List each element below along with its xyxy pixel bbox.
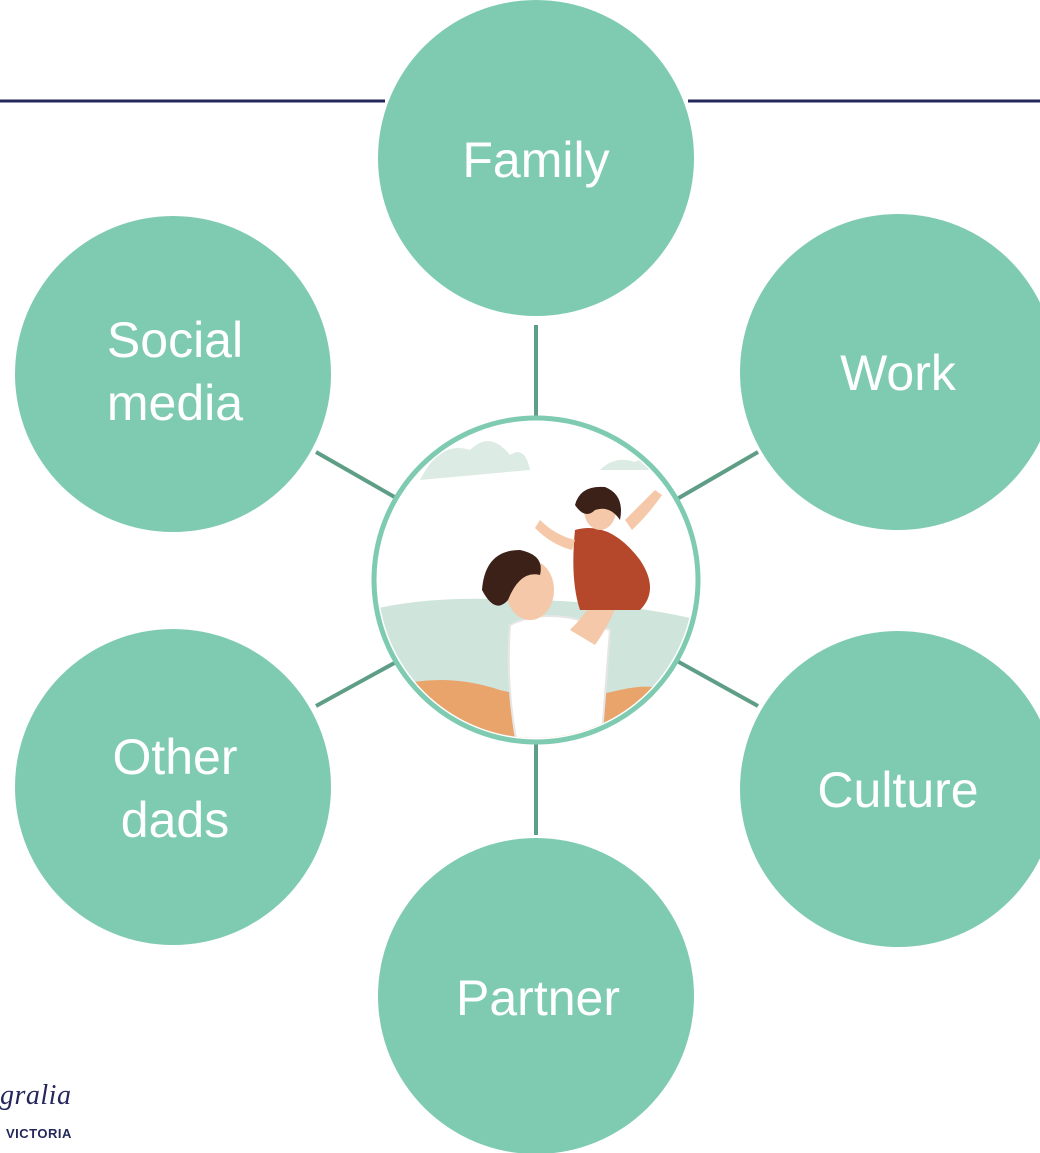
child-hair	[575, 486, 621, 520]
node-family-label: Family	[462, 132, 609, 188]
man-hair	[482, 550, 541, 606]
node-family: Family	[378, 0, 694, 316]
connector-culture	[676, 659, 759, 708]
connector-social-media	[315, 450, 399, 501]
cloud-shape	[420, 441, 530, 480]
child-arm-right	[625, 490, 662, 530]
organization-logo: gralia	[0, 1080, 110, 1112]
center-illustration	[371, 415, 701, 745]
connector-work	[675, 450, 760, 501]
child-arm-left	[535, 520, 575, 550]
connectors	[315, 325, 760, 835]
node-partner-label: Partner	[456, 970, 620, 1026]
node-other-dads: Other dads	[15, 629, 331, 945]
child-dress	[573, 528, 650, 610]
node-work-label: Work	[840, 345, 957, 401]
node-work: Work	[740, 214, 1040, 530]
node-culture-label: Culture	[817, 762, 978, 818]
node-other-dads-label-line2: dads	[121, 792, 229, 848]
logo-wordmark: gralia	[0, 1080, 72, 1111]
node-social-media-label-line1: Social	[107, 312, 243, 368]
node-culture: Culture	[740, 631, 1040, 947]
node-social-media-label-line2: media	[107, 375, 243, 431]
node-other-dads-label-line1: Other	[112, 729, 237, 785]
node-partner: Partner	[378, 838, 694, 1153]
connector-other-dads	[315, 659, 399, 708]
logo-subtitle: VICTORIA	[6, 1126, 72, 1141]
node-social-media: Social media	[15, 216, 331, 532]
